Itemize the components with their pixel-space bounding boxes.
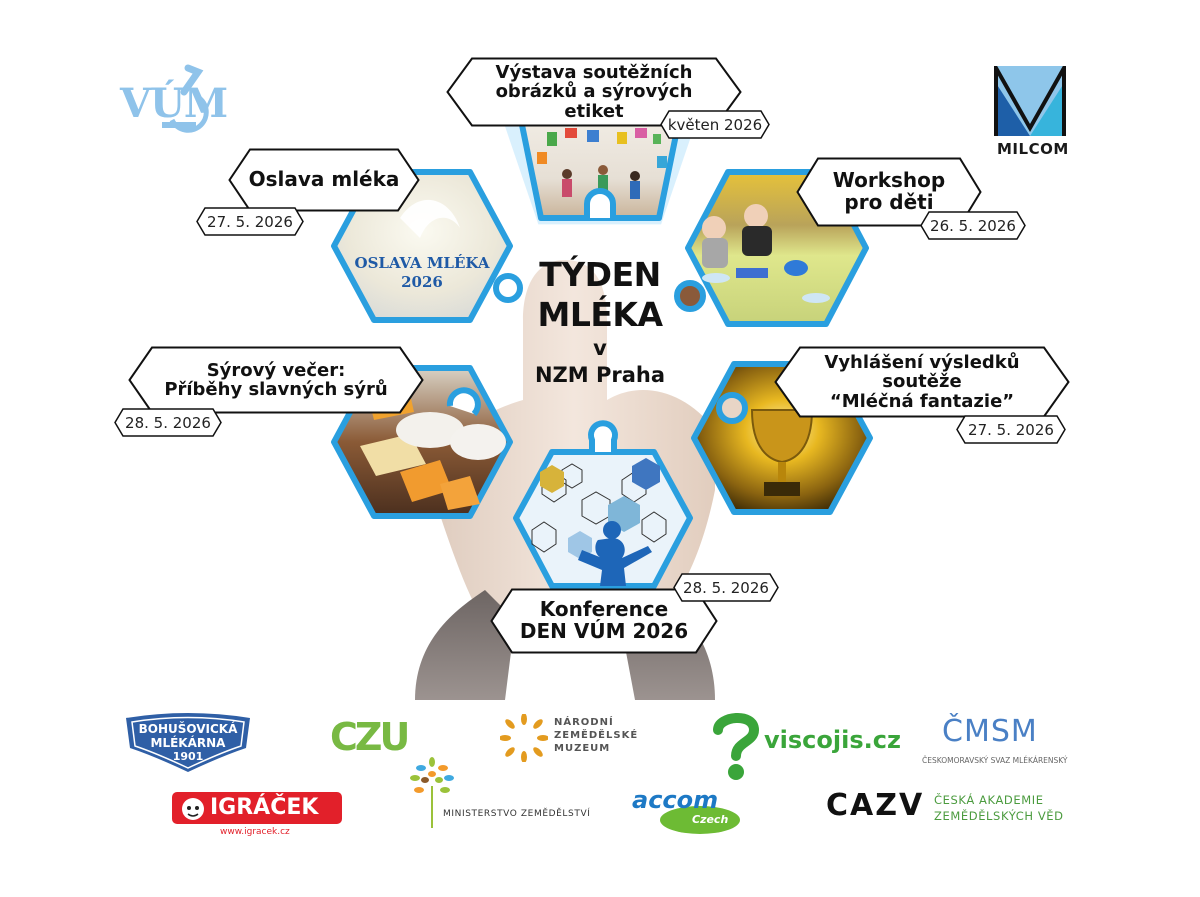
event-label-vystava[interactable]: Výstava soutěžních obrázků a sýrových et… (446, 57, 742, 127)
event-title-vystava: Výstava soutěžních obrázků a sýrových et… (495, 61, 693, 122)
event-label-oslava[interactable]: Oslava mléka (228, 148, 420, 212)
partner-bohusovicka-logo: BOHUŠOVICKÁ MLÉKÁRNA 1901 (122, 708, 254, 774)
nzm-line3: MUZEUM (554, 743, 611, 754)
event-date-workshop: 26. 5. 2026 (920, 211, 1026, 240)
event-date-syrovy: 28. 5. 2026 (114, 408, 222, 437)
partner-cazv-logo: CAZV ČESKÁ AKADEMIE ZEMĚDĚLSKÝCH VĚD (826, 788, 1063, 828)
czu-logo-text: CZU (330, 715, 410, 759)
wheat-wreath-icon (500, 714, 548, 762)
title-line-1: TÝDEN (539, 255, 661, 294)
event-label-vyhlaseni[interactable]: Vyhlášení výsledků soutěže “Mléčná fanta… (774, 346, 1070, 418)
igracek-logo-text: IGRÁČEK (210, 795, 319, 820)
nzm-line1: NÁRODNÍ (554, 717, 614, 728)
bohusovicka-year: 1901 (172, 750, 204, 763)
event-date-konference: 28. 5. 2026 (673, 573, 779, 602)
question-mark-veggies-icon (713, 712, 760, 780)
title-line-3: v (593, 336, 607, 360)
event-label-workshop[interactable]: Workshop pro děti (796, 157, 982, 227)
event-title-konference: Konference DEN VÚM 2026 (519, 597, 689, 643)
event-label-syrovy[interactable]: Sýrový večer: Příběhy slavných sýrů (128, 346, 424, 414)
bohusovicka-line2: MLÉKÁRNA (150, 736, 226, 750)
title-line-4: NZM Praha (534, 363, 666, 387)
vum-logo: VÚM (118, 62, 233, 137)
event-date-vyhlaseni: 27. 5. 2026 (956, 415, 1066, 444)
vum-logo-text: VÚM (120, 80, 228, 127)
nzm-line2: ZEMĚDĚLSKÉ (554, 730, 639, 741)
cazv-line2: ZEMĚDĚLSKÝCH VĚD (934, 809, 1064, 823)
event-title-vyhlaseni: Vyhlášení výsledků soutěže “Mléčná fanta… (824, 351, 1020, 412)
milcom-logo: MILCOM (994, 60, 1069, 158)
event-label-konference[interactable]: Konference DEN VÚM 2026 (490, 588, 718, 654)
cazv-mark: CAZV (826, 788, 925, 823)
mze-logo-text: MINISTERSTVO ZEMĚDĚLSTVÍ (443, 809, 591, 819)
event-date-oslava: 27. 5. 2026 (196, 207, 304, 236)
partner-accom-logo: accom Czech (630, 786, 744, 838)
partner-mze-logo: MINISTERSTVO ZEMĚDĚLSTVÍ (405, 756, 590, 828)
hex-tile-konference[interactable] (512, 410, 694, 590)
partner-nzm-logo: NÁRODNÍ ZEMĚDĚLSKÉ MUZEUM (500, 712, 660, 764)
hex-tile-vystava[interactable] (503, 110, 697, 225)
oslava-image-caption-2: 2026 (401, 273, 443, 291)
tree-icon (410, 757, 454, 828)
cmsm-mark: ČMSM (942, 714, 1038, 749)
event-title-syrovy: Sýrový večer: Příběhy slavných sýrů (164, 359, 388, 400)
partner-viscojis-logo: viscojis.cz (712, 712, 901, 782)
cazv-line1: ČESKÁ AKADEMIE (934, 793, 1044, 807)
event-date-vystava: květen 2026 (660, 110, 770, 139)
cmsm-name: ČESKOMORAVSKÝ SVAZ MLÉKÁRENSKÝ (922, 756, 1068, 765)
milcom-logo-text: MILCOM (997, 140, 1069, 158)
partner-igracek-logo: IGRÁČEK www.igracek.cz (172, 792, 344, 842)
igracek-figure-icon (182, 798, 204, 820)
title-line-2: MLÉKA (537, 295, 663, 334)
event-title-oslava: Oslava mléka (248, 167, 400, 192)
igracek-url: www.igracek.cz (220, 827, 290, 837)
viscojis-logo-text: viscojis.cz (764, 726, 901, 754)
event-title: TÝDEN MLÉKA v NZM Praha (520, 255, 680, 389)
milcom-m-icon (994, 60, 1066, 136)
event-title-workshop: Workshop pro děti (832, 168, 946, 214)
accom-line1: accom (632, 786, 719, 814)
microscope-icon (162, 64, 209, 133)
partner-cmsm-logo: ČMSM ČESKOMORAVSKÝ SVAZ MLÉKÁRENSKÝ (922, 712, 1072, 772)
oslava-image-caption-1: OSLAVA MLÉKA (355, 254, 490, 272)
bohusovicka-line1: BOHUŠOVICKÁ (138, 722, 238, 736)
accom-line2: Czech (692, 813, 729, 826)
partner-czu-logo: CZU (330, 716, 410, 758)
